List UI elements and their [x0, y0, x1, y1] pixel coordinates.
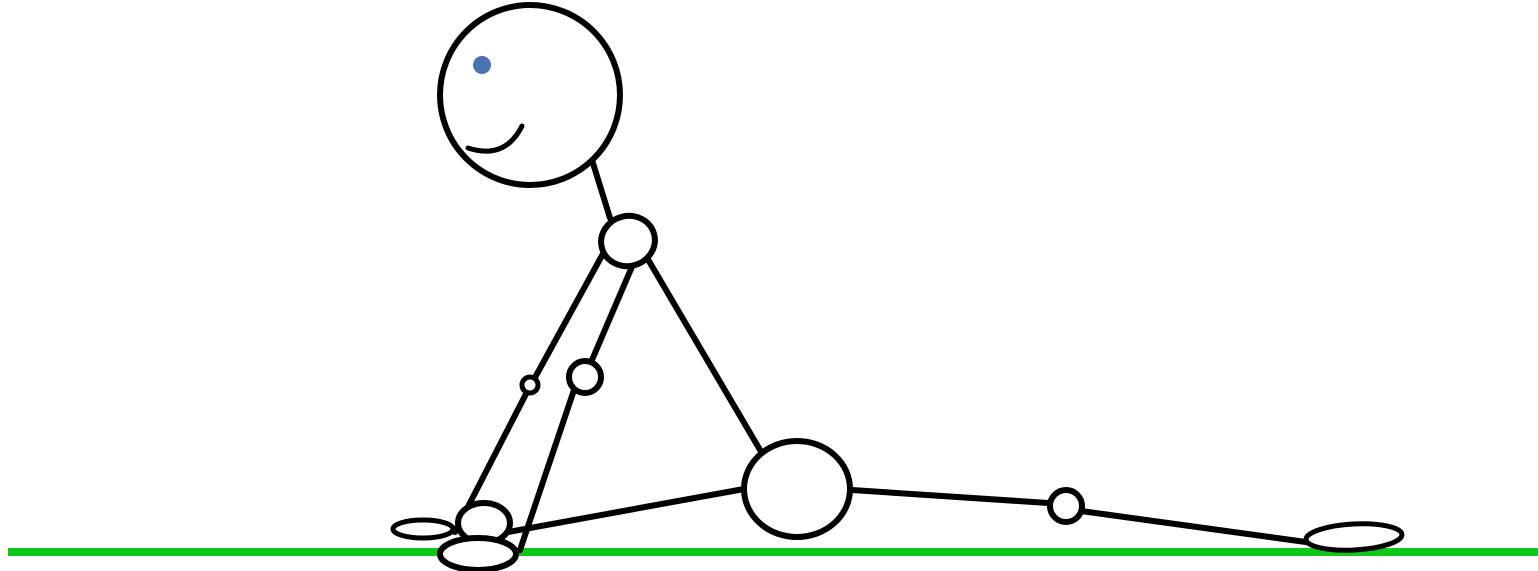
- head: [440, 5, 620, 185]
- hip-joint: [744, 441, 850, 537]
- knee-joint: [1050, 490, 1082, 522]
- right-elbow-joint: [569, 361, 601, 393]
- torso: [646, 256, 763, 455]
- right-leg-lower: [1081, 511, 1313, 543]
- eye: [473, 56, 491, 74]
- left-elbow-joint: [522, 377, 538, 393]
- left-hand: [393, 520, 453, 538]
- neck: [592, 160, 610, 218]
- right-leg-upper: [852, 490, 1048, 503]
- right-foot: [1305, 522, 1402, 553]
- left-foot: [440, 538, 516, 570]
- left-leg: [508, 489, 744, 532]
